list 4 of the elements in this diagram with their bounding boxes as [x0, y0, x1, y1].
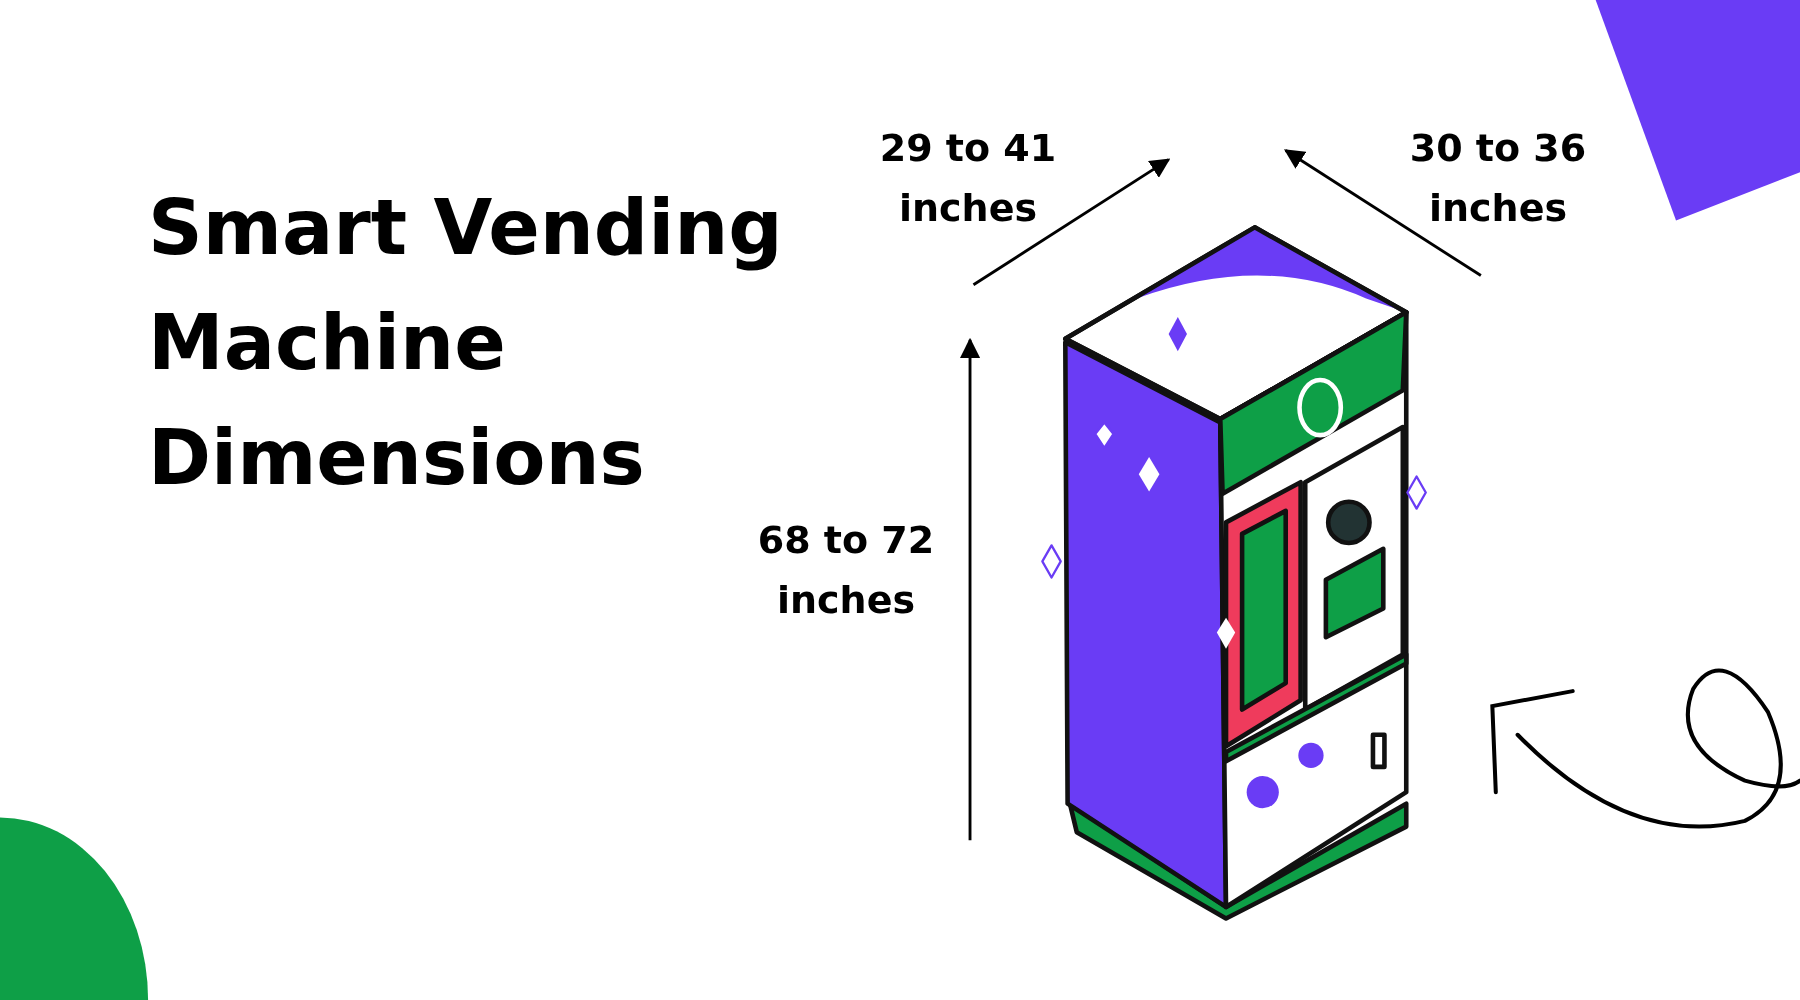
dimension-label: 29 to 41 inches: [878, 125, 1058, 232]
dimension-label: 30 to 36 inches: [1408, 125, 1588, 232]
heading: Smart Vending Machine Dimensions: [148, 182, 784, 504]
dimension-label: 68 to 72 inches: [756, 517, 936, 624]
